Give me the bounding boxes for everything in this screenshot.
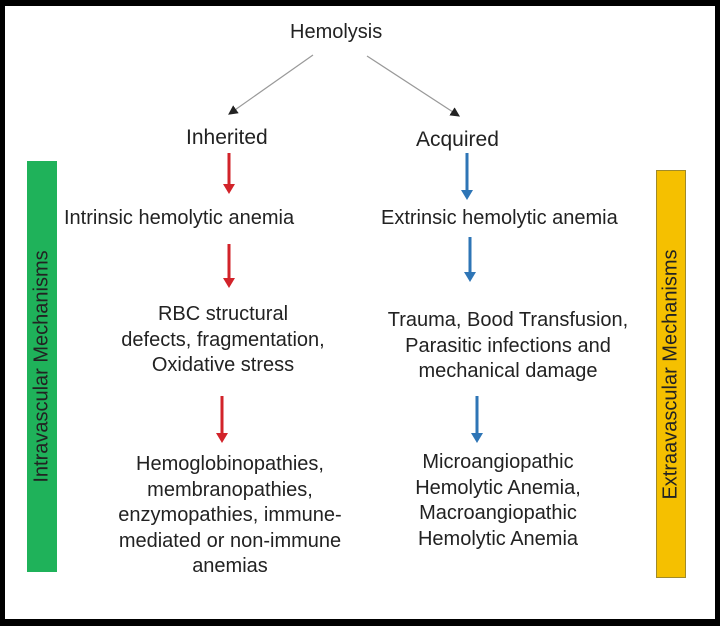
connector-hemolysis-inherited [228, 54, 314, 115]
node-line: Macroangiopathic [419, 502, 577, 525]
inherited-node: Inherited [186, 126, 268, 149]
acquired-arrow-3-head [471, 433, 483, 443]
extravascular-mechanisms-label: Extraavascular Mechanisms [659, 248, 682, 500]
intravascular-mechanisms-label: Intravascular Mechanisms [30, 250, 53, 483]
node-line: Microangiopathic [422, 451, 574, 473]
intravascular-mechanisms-bar: Intravascular Mechanisms [27, 161, 57, 572]
node-line: Hemoglobinopathies, [136, 453, 324, 475]
node-line: RBC structural [157, 303, 289, 325]
node-line: Trauma, Bood Transfusion, [387, 309, 629, 331]
node-line: membranopathies, [147, 478, 313, 501]
acquired-arrow-1-head [461, 190, 473, 200]
intrinsic-hemolytic-anemia-node: Intrinsic hemolytic anemia [64, 207, 295, 229]
node-line: Hemolytic Anemia, [415, 476, 581, 499]
node-line: Oxidative stress [151, 354, 295, 377]
trauma-transfusion-node: Trauma, Bood Transfusion, Parasitic infec… [370, 308, 646, 385]
node-line: enzymopathies, immune- [118, 504, 342, 527]
extravascular-mechanisms-bar: Extraavascular Mechanisms [656, 170, 686, 578]
connector-hemolysis-acquired [366, 55, 461, 117]
inherited-arrow-2-head [223, 278, 235, 288]
inherited-arrow-3-head [216, 433, 228, 443]
diagram-canvas [5, 6, 715, 619]
acquired-arrow-2-head [464, 272, 476, 282]
node-line: defects, fragmentation, [121, 328, 325, 351]
extrinsic-hemolytic-anemia-node: Extrinsic hemolytic anemia [381, 207, 618, 229]
acquired-node: Acquired [416, 128, 499, 151]
node-line: Parasitic infections and [405, 334, 611, 357]
inherited-arrow-1-head [223, 184, 235, 194]
rbc-structural-defects-node: RBC structural defects, fragmentation, Oxi… [100, 302, 346, 379]
hemoglobinopathies-node: Hemoglobinopathies, membranopathies, enzym… [105, 452, 355, 580]
node-line: Hemolytic Anemia [417, 527, 579, 550]
hemolysis-node: Hemolysis [290, 21, 383, 43]
node-line: anemias [192, 555, 268, 578]
node-line: mediated or non-immune [118, 529, 342, 552]
node-line: mechanical damage [418, 360, 598, 383]
